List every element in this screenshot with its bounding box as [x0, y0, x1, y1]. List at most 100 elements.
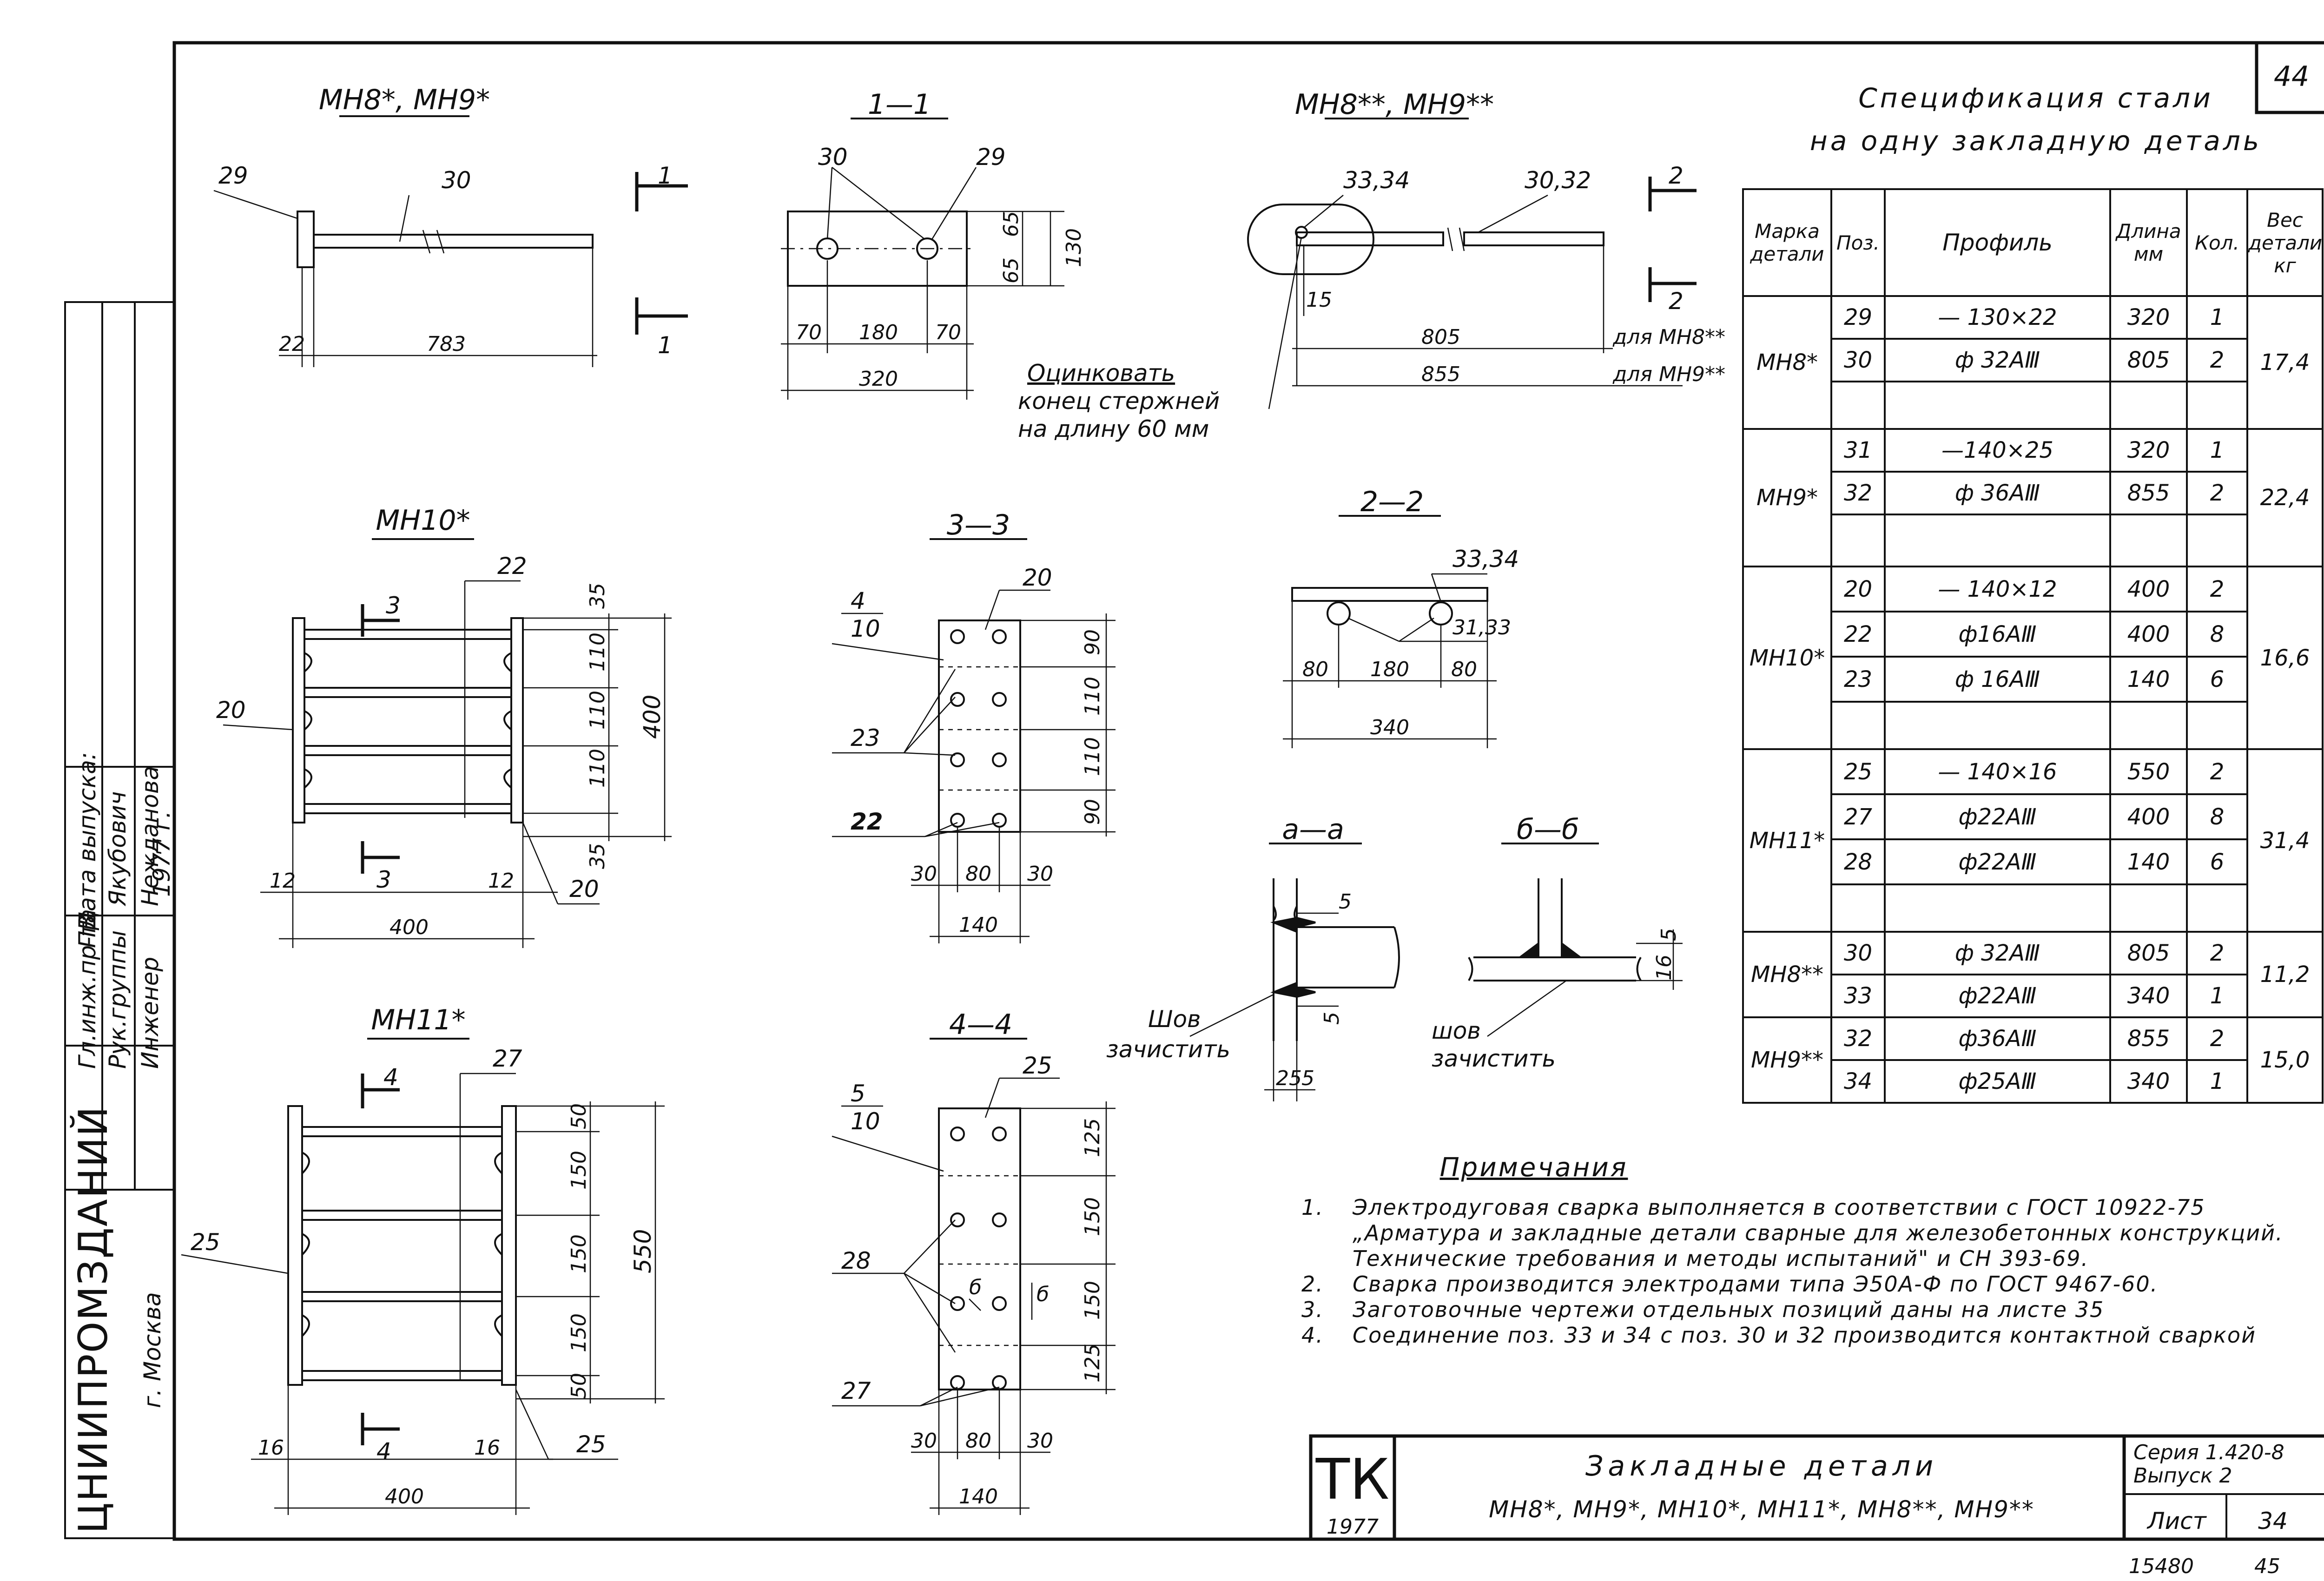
spec-mark: МН10* — [1742, 565, 1832, 751]
v10-cut-b1: б — [969, 1276, 982, 1299]
spec-weight: 31,4 — [2246, 748, 2324, 933]
spec-length: 400 — [2109, 611, 2188, 658]
v4-pos-22: 22 — [497, 553, 527, 580]
table-row: МН11* 25 — 140×16 550 2 31,4 — [1742, 748, 2324, 933]
section-a-a: а—а 5 5 25 5 Шов зачистить — [1106, 813, 1400, 1101]
v9-dim-150c: 150 — [567, 1313, 591, 1352]
v6-dim-180: 180 — [1370, 658, 1409, 681]
spec-pos: 28 — [1830, 838, 1886, 886]
note-number: 1. — [1301, 1195, 1324, 1220]
city: г. Москва — [139, 1292, 166, 1408]
spec-mark: МН8* — [1742, 295, 1832, 430]
v3-dim-855: 855 — [1421, 362, 1460, 386]
stamp-title1: Закладные детали — [1585, 1450, 1938, 1482]
table-row: 33 ф22АⅢ 340 1 — [1743, 974, 2323, 1018]
spec-pos: 33 — [1830, 974, 1886, 1018]
v5-dim-80: 80 — [965, 862, 991, 886]
spec-header-qty: Кол. — [2186, 188, 2248, 297]
name-2: Нежданова — [137, 766, 164, 906]
spec-qty: 2 — [2186, 566, 2248, 613]
spec-header-length: Длина мм — [2109, 188, 2188, 297]
v2-dim-130: 130 — [1062, 228, 1086, 267]
v5-dim-90b: 90 — [1081, 799, 1104, 825]
table-row — [1743, 380, 2323, 430]
table-row — [1743, 700, 2323, 751]
note-text: Сварка производится электродами типа Э50… — [1353, 1271, 2159, 1297]
note-item: 4. Соединение поз. 33 и 34 с поз. 30 и 3… — [1301, 1323, 2324, 1348]
spec-weight: 16,6 — [2246, 565, 2324, 751]
spec-qty: 1 — [2186, 295, 2248, 340]
table-row: МН10* 20 — 140×12 400 2 16,6 — [1742, 565, 2324, 751]
spec-pos: 22 — [1830, 611, 1886, 658]
table-row — [1743, 513, 2323, 568]
spec-profile: ф22АⅢ — [1884, 838, 2111, 886]
v1-cut-top: 1 — [658, 162, 673, 189]
spec-qty: 2 — [2186, 1016, 2248, 1061]
v9-cut-bottom: 4 — [376, 1438, 391, 1465]
v5-lbl-4: 4 — [851, 587, 865, 614]
table-row: 28 ф22АⅢ 140 6 — [1743, 838, 2323, 886]
v3-cut-bottom: 2 — [1669, 288, 1684, 315]
v10-dim-150a: 150 — [1081, 1197, 1104, 1236]
v9-dim-16b: 16 — [474, 1436, 500, 1460]
v4-dim-400h: 400 — [639, 695, 666, 739]
v1-pos-30: 30 — [442, 167, 471, 194]
spec-pos: 30 — [1830, 337, 1886, 382]
v7-dim-5a: 5 — [1339, 890, 1352, 914]
table-row: 27 ф22АⅢ 400 8 — [1743, 793, 2323, 841]
spec-profile: — 130×22 — [1884, 295, 2111, 340]
stamp-year: 1977 — [1327, 1515, 1379, 1539]
v3-for-mn9: для МН9** — [1612, 362, 1725, 386]
role-2: Инженер — [137, 957, 164, 1069]
v10-dim-125a: 125 — [1081, 1118, 1104, 1157]
v4-dim-35a: 35 — [586, 583, 609, 609]
v5-dim-110b: 110 — [1081, 737, 1104, 776]
table-row: МН9* 31 —140×25 320 1 22,4 — [1742, 428, 2324, 568]
table-row: 23 ф 16АⅢ 140 6 — [1743, 656, 2323, 703]
section-b-b: б—б 5 16 шов зачистить — [1432, 813, 1683, 1072]
spec-pos: 25 — [1830, 748, 1886, 796]
v10-dim-30a: 30 — [911, 1429, 937, 1453]
v6-pos-31-33: 31,33 — [1452, 616, 1511, 639]
spec-length: 550 — [2109, 748, 2188, 796]
view-mn8-mn9-double: МН8**, МН9** 33,34 30,32 15 805 для МН8*… — [1018, 88, 1725, 442]
spec-profile: ф22АⅢ — [1884, 974, 2111, 1018]
v5-dim-110a: 110 — [1081, 677, 1104, 716]
v4-dim-12a: 12 — [270, 869, 296, 893]
spec-length: 400 — [2109, 566, 2188, 613]
v4-dim-110c: 110 — [586, 749, 609, 788]
v5-dim-90a: 90 — [1081, 629, 1104, 655]
spec-title: Спецификация стали на одну закладную дет… — [1757, 77, 2315, 162]
spec-mark: МН9* — [1742, 428, 1832, 568]
stamp-sheet-label: Лист — [2146, 1508, 2207, 1535]
galv-note-1: Оцинковать — [1027, 360, 1175, 387]
note-number: 2. — [1301, 1271, 1324, 1297]
spec-weight: 17,4 — [2246, 295, 2324, 430]
section-1-1: 1—1 30 29 65 65 130 70 180 70 320 — [781, 88, 1086, 400]
v9-pos-25b: 25 — [576, 1431, 606, 1458]
note-item: 3. Заготовочные чертежи отдельных позици… — [1301, 1297, 2324, 1323]
view-title-mn8-mn9: МН8*, МН9* — [319, 84, 490, 116]
spec-profile: — 140×16 — [1884, 748, 2111, 796]
v10-dim-30b: 30 — [1027, 1429, 1053, 1453]
v3-dim-15: 15 — [1306, 288, 1332, 312]
v4-pos-20b: 20 — [569, 876, 599, 902]
left-title-block: Гл.инж.пр-та Рук.группы Инженер Нежданов… — [64, 301, 175, 1539]
spec-length: 340 — [2109, 1059, 2188, 1104]
section-title-4-4: 4—4 — [949, 1008, 1012, 1041]
v9-dim-150b: 150 — [567, 1234, 591, 1273]
spec-qty: 6 — [2186, 656, 2248, 703]
note-text: Заготовочные чертежи отдельных позиций д… — [1353, 1297, 2105, 1322]
stamp-issue: Выпуск 2 — [2133, 1464, 2232, 1488]
notes-block: Примечания 1. Электродуговая сварка выпо… — [1301, 1153, 2324, 1348]
v10-dim-125b: 125 — [1081, 1344, 1104, 1383]
note-item: 1. Электродуговая сварка выполняется в с… — [1301, 1195, 2324, 1271]
v8-dim-5: 5 — [1657, 928, 1681, 941]
spec-length: 140 — [2109, 656, 2188, 703]
v1-cut-bottom: 1 — [658, 332, 673, 359]
spec-profile: ф 36АⅢ — [1884, 470, 2111, 515]
spec-mark: МН11* — [1742, 748, 1832, 933]
view-title-mn10: МН10* — [376, 504, 470, 537]
role-0: Гл.инж.пр-та — [74, 909, 101, 1069]
